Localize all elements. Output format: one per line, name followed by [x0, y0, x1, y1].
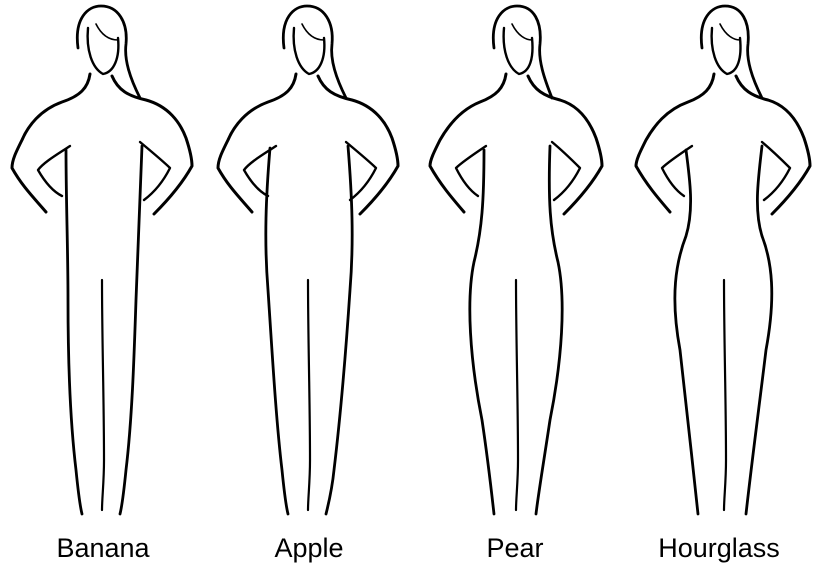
figure-apple: Apple — [206, 0, 412, 562]
shape-label-banana: Banana — [0, 533, 206, 563]
pear-silhouette-icon — [412, 0, 618, 520]
hourglass-silhouette-icon — [616, 0, 822, 520]
figure-hourglass: Hourglass — [616, 0, 822, 562]
shape-label-hourglass: Hourglass — [616, 533, 822, 563]
shape-label-apple: Apple — [206, 533, 412, 563]
shape-label-pear: Pear — [412, 533, 618, 563]
figure-banana: Banana — [0, 0, 206, 562]
figure-pear: Pear — [412, 0, 618, 562]
apple-silhouette-icon — [206, 0, 412, 520]
banana-silhouette-icon — [0, 0, 206, 520]
